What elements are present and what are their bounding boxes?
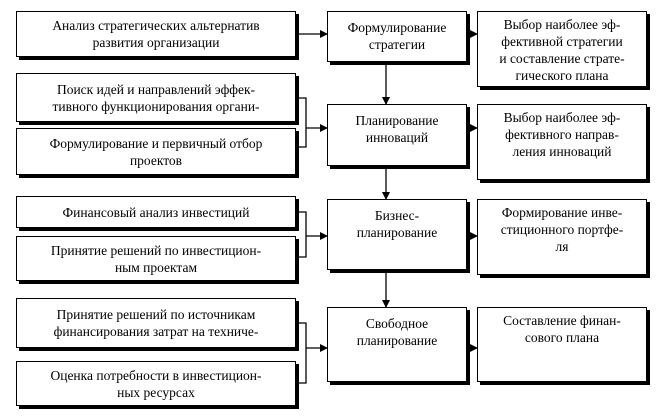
box-text: Выбор наиболее эф- фективной стратегии и…: [499, 17, 625, 83]
box-text: Бизнес- планирование: [356, 208, 438, 240]
bracket-l2-l3: [296, 97, 307, 148]
box-investment-needs: Оценка потребности в инвестицион- ных ре…: [16, 361, 296, 406]
box-strategy-formulation: Формулирование стратегии: [327, 11, 467, 62]
box-text: Оценка потребности в инвестицион- ных ре…: [50, 367, 262, 400]
box-text: Планирование инноваций: [355, 113, 439, 145]
box-text: Финансовый анализ инвестиций: [62, 204, 250, 220]
box-text: Формулирование стратегии: [347, 20, 447, 52]
box-text: Формулирование и первичный отбор проекто…: [49, 135, 263, 168]
box-business-planning: Бизнес- планирование: [327, 199, 467, 270]
box-idea-search: Поиск идей и направлений эффек- тивного …: [16, 73, 296, 122]
box-summary-planning: Свободное планирование: [327, 307, 467, 382]
box-strategic-plan: Выбор наиболее эф- фективной стратегии и…: [477, 11, 647, 87]
box-text: Поиск идей и направлений эффек- тивного …: [52, 81, 260, 114]
box-investment-portfolio: Формирование инве- стиционного портфе- л…: [477, 199, 647, 275]
bracket-l4-l5: [296, 211, 307, 258]
box-text: Принятие решений по источникам финансиро…: [53, 307, 259, 339]
box-text: Принятие решений по инвестицион- ным про…: [50, 242, 262, 275]
box-text: Анализ стратегических альтернатив развит…: [52, 18, 260, 50]
box-innovation-direction: Выбор наиболее эф- фективного направ- ле…: [477, 104, 647, 180]
box-project-selection: Формулирование и первичный отбор проекто…: [16, 128, 296, 175]
box-text: Свободное планирование: [356, 316, 438, 348]
box-text: Выбор наиболее эф- фективного направ- ле…: [503, 110, 621, 159]
box-financing-decisions: Принятие решений по источникам финансиро…: [16, 298, 296, 348]
box-financial-plan: Составление финан- сового плана: [477, 307, 647, 382]
box-text: Формирование инве- стиционного портфе- л…: [500, 205, 624, 254]
bracket-l6-l7: [296, 322, 307, 384]
box-strategic-alternatives-analysis: Анализ стратегических альтернатив развит…: [16, 11, 296, 57]
box-investment-decisions: Принятие решений по инвестицион- ным про…: [16, 236, 296, 281]
box-financial-analysis: Финансовый анализ инвестиций: [16, 196, 296, 228]
box-innovation-planning: Планирование инноваций: [327, 104, 467, 166]
box-text: Составление финан- сового плана: [503, 313, 621, 345]
